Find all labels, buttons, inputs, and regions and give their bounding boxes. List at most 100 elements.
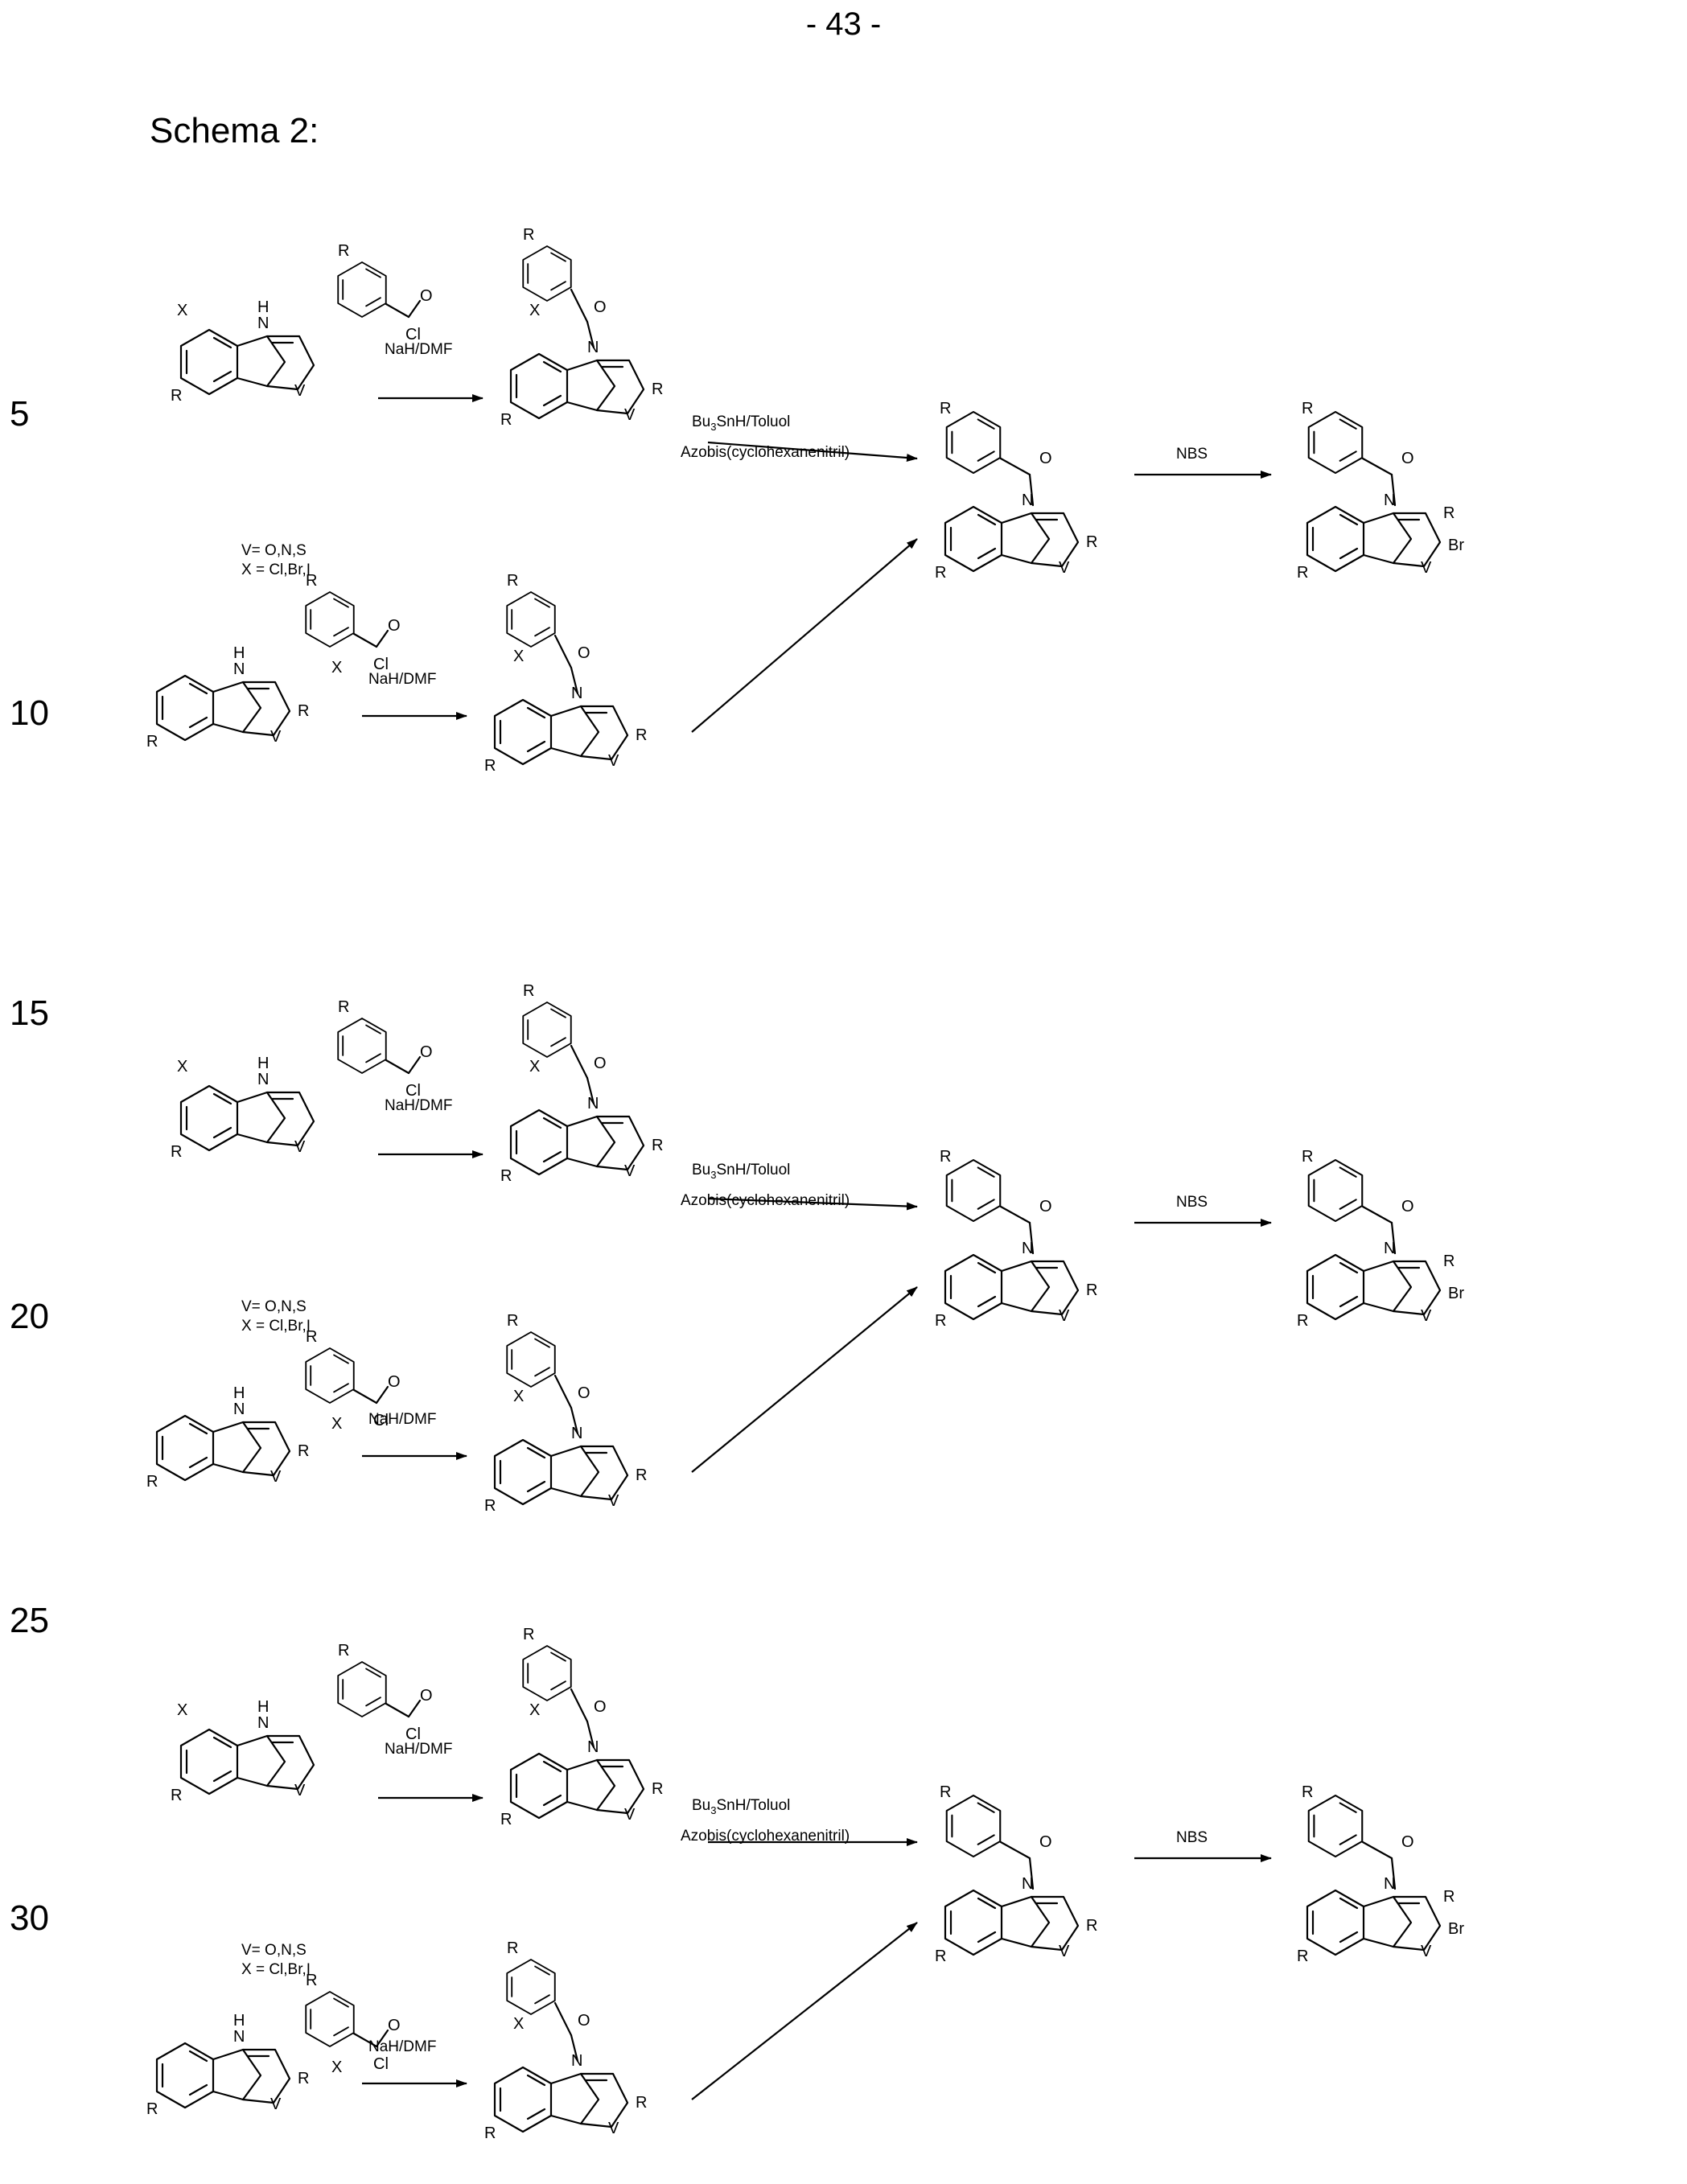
- benzene-ring: [511, 1110, 567, 1174]
- benzene-ring: [1307, 1890, 1364, 1955]
- v-label: V: [294, 382, 306, 400]
- benzene-ring: [338, 1018, 386, 1073]
- acylation-reagent: NaH/DMF: [368, 671, 436, 688]
- v-label: V: [294, 1782, 306, 1799]
- bond: [555, 635, 571, 668]
- cyclization-reagent: Bu3SnH/Toluol: [692, 1797, 790, 1816]
- oxygen-label: O: [594, 298, 607, 316]
- variable-v-definition: V= O,N,S: [241, 1298, 307, 1315]
- r-label: R: [1302, 400, 1313, 417]
- oxygen-label: O: [1039, 450, 1052, 467]
- n-acyl-product: R X O: [523, 226, 607, 348]
- benzene-ring: [1307, 507, 1364, 571]
- r-label: R: [523, 226, 534, 244]
- pyrrole-ring: [1364, 1897, 1411, 1947]
- bond: [571, 290, 587, 322]
- r-label: R: [484, 757, 496, 775]
- bromination-reagent: NBS: [1176, 1194, 1208, 1211]
- r-label: R: [1297, 564, 1308, 582]
- nitrogen-label: N: [587, 1095, 599, 1113]
- fused-heterocycle: NVRR: [484, 1425, 647, 1515]
- fused-heterocycle: NVRR: [935, 1240, 1097, 1330]
- bond: [571, 1046, 587, 1078]
- pyrrole-ring: [551, 1446, 599, 1496]
- acylation-reagent: NaH/DMF: [385, 341, 452, 358]
- v-label: V: [608, 1492, 619, 1510]
- r-label: R: [507, 1939, 518, 1957]
- r-label: R: [146, 2100, 158, 2118]
- r-label: R: [935, 1948, 946, 1965]
- bond: [1001, 1207, 1030, 1223]
- bond: [354, 634, 376, 647]
- fused-heterocycle: NHVXR: [171, 1698, 314, 1804]
- v-ring: [1393, 513, 1440, 566]
- benzene-ring: [507, 1960, 555, 2014]
- benzene-ring: [338, 262, 386, 317]
- initiator-label: Azobis(cyclohexanenitril): [681, 444, 850, 461]
- cyclized-product: ROR: [1302, 1783, 1455, 1906]
- x-label: X: [513, 2015, 524, 2033]
- benzene-ring: [306, 592, 354, 647]
- nitrogen-label: N: [257, 1071, 269, 1088]
- benzoyl-chloride: OClR: [338, 998, 433, 1100]
- benzene-ring: [157, 2043, 213, 2108]
- cyclization-reagent: Bu3SnH/Toluol: [692, 1162, 790, 1181]
- fused-heterocycle: NVRR: [500, 339, 663, 429]
- hydrogen-label: H: [257, 298, 269, 316]
- r-label: R: [636, 2094, 647, 2112]
- r-label: R: [146, 1473, 158, 1491]
- v-ring: [267, 336, 314, 389]
- bond: [1363, 1842, 1392, 1858]
- benzene-ring: [181, 330, 237, 394]
- initiator-label: Azobis(cyclohexanenitril): [681, 1192, 850, 1209]
- pyrrole-ring: [237, 1092, 285, 1142]
- nitrogen-label: N: [1384, 492, 1395, 509]
- v-label: V: [608, 752, 619, 770]
- v-ring: [1031, 1261, 1078, 1314]
- v-label: V: [624, 1162, 636, 1180]
- benzene-ring: [507, 1332, 555, 1387]
- v-ring: [597, 1760, 644, 1813]
- v-ring: [243, 1422, 290, 1475]
- v-ring: [243, 2050, 290, 2103]
- acylation-reagent: NaH/DMF: [385, 1097, 452, 1114]
- r-label: R: [306, 572, 317, 590]
- nitrogen-label: N: [233, 2028, 245, 2046]
- nitrogen-label: N: [571, 685, 582, 702]
- r-label: R: [338, 998, 349, 1016]
- pyrrole-ring: [1002, 1897, 1049, 1947]
- fused-heterocycle: NVRR: [935, 492, 1097, 582]
- benzene-ring: [523, 1002, 571, 1057]
- pyrrole-ring: [213, 1422, 261, 1472]
- v-label: V: [270, 2096, 282, 2113]
- bromination-reagent: NBS: [1176, 446, 1208, 463]
- r-label: R: [338, 242, 349, 260]
- benzene-ring: [511, 1754, 567, 1818]
- r-label: R: [523, 1626, 534, 1643]
- r-label: R: [1443, 1888, 1455, 1906]
- r-label: R: [652, 380, 663, 398]
- benzoyl-chloride: OClR: [338, 242, 433, 343]
- n-acyl-product: RXO: [507, 572, 590, 693]
- bromination-reagent: NBS: [1176, 1829, 1208, 1846]
- r-label: R: [298, 1442, 309, 1460]
- x-label: X: [529, 302, 540, 319]
- bromine-label: Br: [1448, 1285, 1464, 1302]
- variable-v-definition: V= O,N,S: [241, 1942, 307, 1959]
- carbonyl-bond: [409, 301, 420, 317]
- benzoyl-chloride: OClRX: [306, 1972, 401, 2076]
- fused-heterocycle: NVRR: [500, 1738, 663, 1828]
- cyclized-product: RO: [940, 1148, 1052, 1253]
- x-label: X: [513, 1388, 524, 1405]
- v-ring: [597, 360, 644, 413]
- cyclization-arrow: [692, 1923, 917, 2100]
- v-label: V: [270, 1468, 282, 1486]
- x-label: X: [177, 302, 187, 319]
- carbonyl-bond: [409, 1701, 420, 1717]
- v-ring: [267, 1736, 314, 1789]
- r-label: R: [306, 1972, 317, 1989]
- oxygen-label: O: [578, 2012, 590, 2030]
- nitrogen-label: N: [257, 1714, 269, 1732]
- fused-heterocycle: NVRR: [935, 1875, 1097, 1965]
- oxygen-label: O: [1401, 450, 1414, 467]
